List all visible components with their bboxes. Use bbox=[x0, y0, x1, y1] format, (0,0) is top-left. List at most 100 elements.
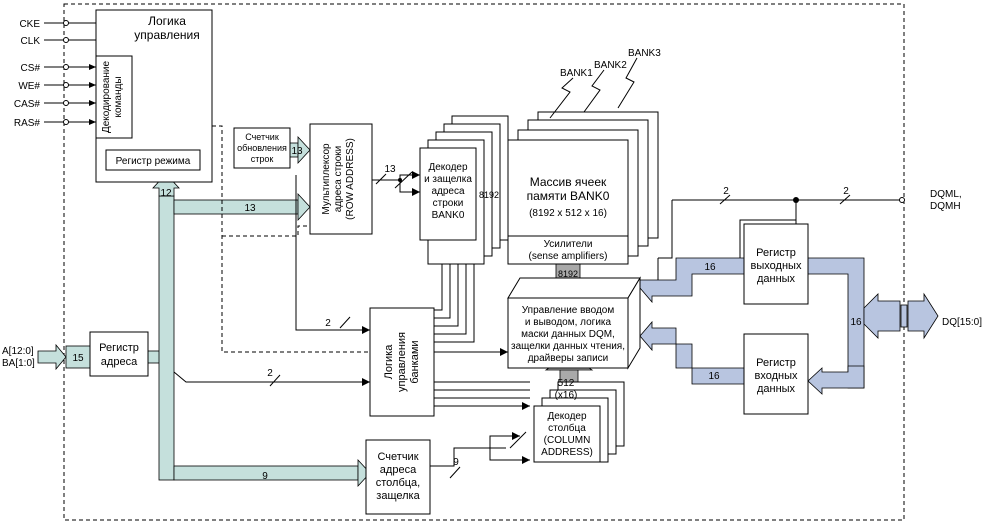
io-control-line5: драйверы записи bbox=[528, 353, 609, 364]
dqm-width-a: 2 bbox=[723, 186, 729, 197]
refresh-out-width: 13 bbox=[291, 146, 303, 157]
address-register-label: Регистр адреса bbox=[99, 342, 139, 368]
row-decoder-line2: и защелка bbox=[424, 174, 472, 185]
column-decoder-line3: (COLUMN bbox=[544, 435, 591, 446]
input-bus-width: 16 bbox=[708, 371, 720, 382]
memory-array-line1: Массив ячеек bbox=[530, 175, 607, 189]
bank-control-line1: Логика bbox=[383, 344, 395, 380]
bus-width-labels: 15 12 13 13 13 8192 8192 512(x16) 2 2 9 … bbox=[72, 146, 862, 482]
command-decode-label: Декодированиекоманды bbox=[101, 60, 124, 133]
col-decoder-in-width: 9 bbox=[453, 457, 459, 468]
mode-register-label: Регистр режима bbox=[116, 156, 191, 167]
bank-select-width-b: 2 bbox=[267, 368, 273, 379]
clk-pin-label: CLK bbox=[21, 36, 41, 47]
row-mux-block bbox=[309, 123, 373, 235]
io-control-line4: защелки данных чтения, bbox=[511, 341, 625, 352]
sense-amps-line1: Усилители bbox=[544, 239, 593, 250]
sense-amps-label: Усилители(sense amplifiers) bbox=[529, 239, 608, 262]
address-bus bbox=[37, 135, 371, 488]
sense-amps-block bbox=[507, 235, 629, 265]
input-register-line3: данных bbox=[757, 383, 796, 395]
bank-control-line3: банками bbox=[409, 340, 421, 383]
signal-labels: CKE CLK CS# WE# CAS# RAS# A[12:0] BA[1:0… bbox=[2, 19, 982, 369]
io-control-line3: маски данных DQM, bbox=[521, 329, 615, 340]
addr-in-width: 15 bbox=[72, 353, 84, 364]
dq-pin-label: DQ[15:0] bbox=[942, 317, 982, 328]
io-control-block bbox=[507, 297, 629, 369]
address-register-block bbox=[89, 331, 149, 377]
cas-pin-label: CAS# bbox=[14, 99, 41, 110]
row-mux-in-width: 13 bbox=[244, 203, 256, 214]
row-decoder-line1: Декодер bbox=[428, 162, 468, 173]
mode-register-block bbox=[105, 149, 201, 171]
column-decoder-line4: ADDRESS) bbox=[541, 447, 593, 458]
row-mux-label: Мультиплексорадреса строки(ROW ADDRESS) bbox=[321, 138, 356, 220]
address-pin-label: A[12:0] bbox=[2, 346, 34, 357]
dqm-width-b: 2 bbox=[843, 186, 849, 197]
column-counter-line4: защелка bbox=[376, 490, 420, 502]
bank-select-width-a: 2 bbox=[325, 318, 331, 329]
dqm-pin-label-2: DQMH bbox=[930, 201, 961, 212]
column-counter-block bbox=[365, 439, 431, 515]
output-bus-width: 16 bbox=[704, 262, 716, 273]
command-decode-line2: команды bbox=[113, 76, 124, 117]
control-logic-line2: управления bbox=[134, 28, 199, 42]
control-wires bbox=[44, 20, 96, 125]
memory-array-line2: памяти BANK0 bbox=[527, 189, 610, 203]
dq-bus-width: 16 bbox=[850, 317, 862, 328]
refresh-counter-line3: строк bbox=[251, 154, 274, 164]
bank2-label: BANK2 bbox=[594, 60, 627, 71]
row-mux-line2: адреса строки bbox=[333, 146, 344, 213]
io-control-line1: Управление вводом bbox=[522, 305, 615, 316]
output-register-line3: данных bbox=[757, 273, 796, 285]
address-wires bbox=[173, 171, 530, 479]
columns-width: 512(x16) bbox=[555, 378, 578, 401]
rows-width: 8192 bbox=[479, 190, 499, 200]
row-decoder-line3: адреса bbox=[431, 186, 465, 197]
row-mux-line3: (ROW ADDRESS) bbox=[345, 138, 356, 220]
refresh-counter-block bbox=[233, 127, 291, 169]
columns-width-line1: 512 bbox=[558, 378, 575, 389]
column-decoder-line1: Декодер bbox=[547, 411, 587, 422]
address-register-line2: адреса bbox=[101, 356, 138, 368]
amp-io-width: 8192 bbox=[558, 269, 578, 279]
command-decode-block bbox=[95, 55, 133, 139]
output-register-block bbox=[743, 223, 809, 305]
input-register-line1: Регистр bbox=[756, 357, 796, 369]
bank-labels: BANK1 BANK2 BANK3 bbox=[549, 48, 661, 119]
column-counter-line3: столбца, bbox=[376, 477, 420, 489]
row-dec-in-width: 13 bbox=[384, 164, 396, 175]
memory-array-block bbox=[507, 139, 629, 237]
input-register-line2: входных bbox=[755, 370, 798, 382]
sense-amps-line2: (sense amplifiers) bbox=[529, 251, 608, 262]
column-counter-line2: адреса bbox=[380, 464, 417, 476]
bank1-label: BANK1 bbox=[560, 68, 593, 79]
address-register-line1: Регистр bbox=[99, 342, 139, 354]
data-buses bbox=[639, 257, 939, 395]
input-register-block bbox=[743, 333, 809, 415]
bank-control-line2: управления bbox=[396, 332, 408, 392]
col-counter-in-width: 9 bbox=[262, 471, 268, 482]
row-decoder-line5: BANK0 bbox=[432, 210, 465, 221]
dqm-pin-label-1: DQML, bbox=[930, 189, 962, 200]
bank-address-pin-label: BA[1:0] bbox=[2, 358, 35, 369]
ras-pin-label: RAS# bbox=[14, 118, 41, 129]
control-logic-line1: Логика bbox=[148, 14, 186, 28]
io-control-line2: и выводом, логика bbox=[525, 317, 612, 328]
we-pin-label: WE# bbox=[18, 81, 40, 92]
mode-bus-width: 12 bbox=[160, 188, 172, 199]
cke-pin-label: CKE bbox=[19, 19, 40, 30]
command-decode-line1: Декодирование bbox=[101, 60, 112, 133]
row-decoder-line4: строки bbox=[433, 198, 464, 209]
columns-width-line2: (x16) bbox=[555, 390, 578, 401]
refresh-counter-line1: Счетчик bbox=[245, 132, 279, 142]
